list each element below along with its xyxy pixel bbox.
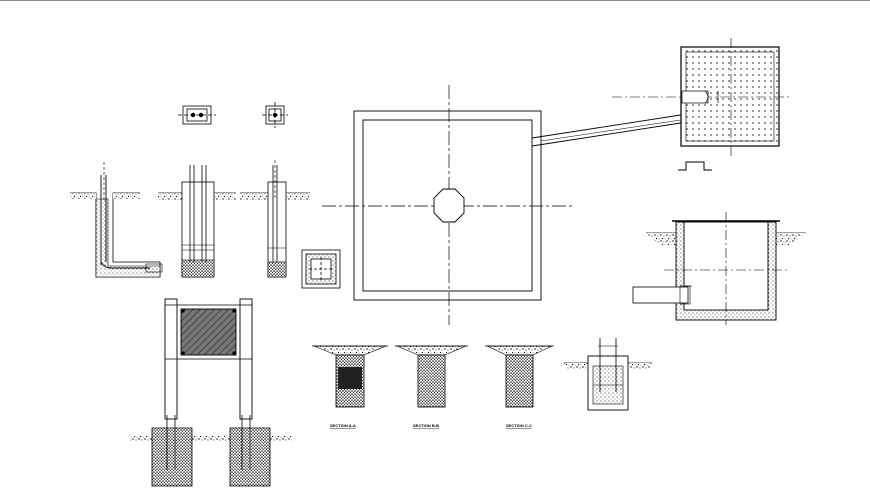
section-b-caption: SECTION B-B — [413, 423, 439, 428]
single-post-footing-section — [240, 160, 310, 278]
section-c-caption: SECTION C-C — [506, 423, 532, 428]
pier-section-a — [312, 345, 388, 408]
anchor-plate-plan-double — [178, 105, 216, 125]
l-shaped-footing-section — [70, 162, 163, 278]
anchor-plate-plan-single — [262, 102, 288, 128]
small-pit-section — [564, 338, 652, 411]
sign-board-elevation — [130, 298, 292, 487]
drawing-frame-top-line — [0, 0, 870, 1]
chamber-section — [632, 212, 806, 325]
pedestal-plan-small — [301, 249, 341, 289]
double-post-footing-section — [158, 165, 236, 278]
chamber-plan — [612, 38, 792, 171]
section-a-caption: SECTION A-A — [330, 423, 356, 428]
main-tank-plan — [322, 85, 688, 325]
pier-section-b — [395, 345, 468, 408]
pier-section-c — [485, 345, 554, 408]
